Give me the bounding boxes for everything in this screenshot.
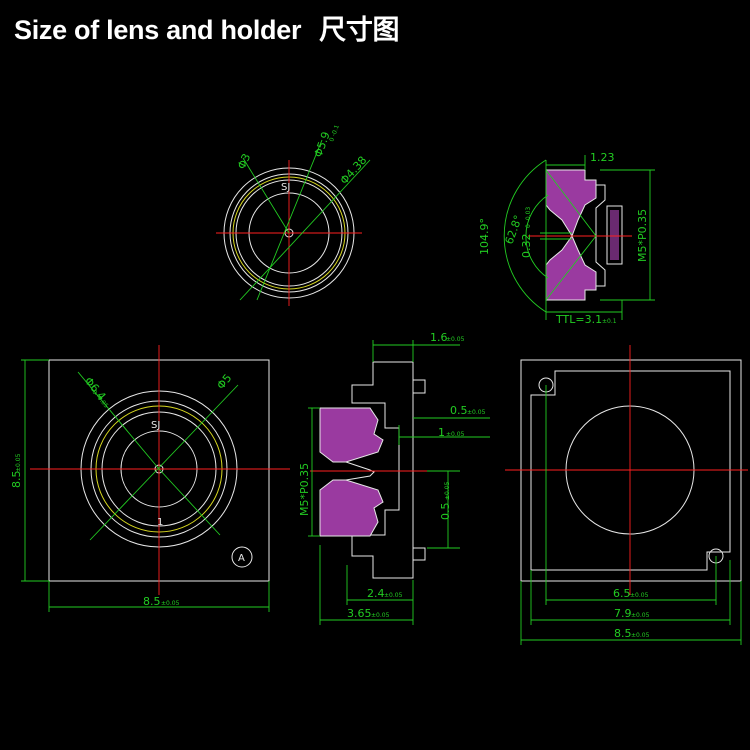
holder-side-view: 1.6 ±0.05 0.5 ±0.05 1 ±0.05 M5*P0.35 0.5… <box>298 331 490 625</box>
dim-width: 8.5 <box>143 595 161 608</box>
dim-79-tol: ±0.05 <box>631 612 650 619</box>
dim-phi3: Φ3 <box>235 152 253 172</box>
dim-365-tol: ±0.05 <box>371 612 390 619</box>
page-title: Size of lens and holder 尺寸图 <box>14 8 400 47</box>
dim-123: 1.23 <box>590 151 615 164</box>
dim-phi5: Φ5 <box>214 372 234 392</box>
dim-05a: 0.5 <box>450 404 468 417</box>
dim-phi59-tol: 0 -0.1 <box>328 124 341 143</box>
holder-mark: SJ <box>151 420 160 431</box>
dim-032-tol: 0 -0.03 <box>525 207 532 228</box>
lens-section: 1.23 104.9° 62.8° 0.32 0 -0.03 M5*P0.35 … <box>478 151 655 326</box>
dim-24-tol: ±0.05 <box>384 592 403 599</box>
dim-fov-104: 104.9° <box>478 218 491 255</box>
dim-1: 1 <box>438 426 445 439</box>
dim-65-tol: ±0.05 <box>630 592 649 599</box>
dim-24: 2.4 <box>367 587 385 600</box>
dim-16: 1.6 <box>430 331 448 344</box>
dim-79: 7.9 <box>614 607 632 620</box>
dim-1-tol: ±0.05 <box>446 431 465 438</box>
dim-width-tol: ±0.05 <box>161 600 180 607</box>
dim-ttl-tol: ±0.1 <box>602 318 617 325</box>
dim-85-tol: ±0.05 <box>631 632 650 639</box>
dim-032: 0.32 <box>520 234 533 259</box>
dim-85: 8.5 <box>614 627 632 640</box>
dim-height-tol: ±0.05 <box>15 453 22 472</box>
dim-05b: 0.5 <box>439 503 452 521</box>
dim-16-tol: ±0.05 <box>446 336 465 343</box>
dim-thread-holder: M5*P0.35 <box>298 463 311 516</box>
dim-phi438: Φ4.38 <box>338 154 370 187</box>
label-a: A <box>238 553 245 564</box>
dim-05a-tol: ±0.05 <box>467 409 486 416</box>
dim-height: 8.5 <box>10 471 23 489</box>
dim-65: 6.5 <box>613 587 631 600</box>
small-mark: 1 <box>157 517 163 528</box>
lens-mark: SJ <box>281 182 290 193</box>
lens-top-view: SJ Φ3 Φ5.9 0 -0.1 Φ4.38 <box>216 124 371 306</box>
title-main: Size of lens and holder <box>14 15 302 45</box>
dim-thread-lens: M5*P0.35 <box>636 209 649 262</box>
holder-front-view: SJ A 1 Φ6.4 0 -0.05 Φ5 8.5 ±0.05 8.5 ±0.… <box>10 345 290 612</box>
dim-365: 3.65 <box>347 607 372 620</box>
title-chinese: 尺寸图 <box>319 15 400 46</box>
dim-ttl: TTL=3.1 <box>555 313 602 326</box>
holder-back-view: 6.5 ±0.05 7.9 ±0.05 8.5 ±0.05 <box>505 345 748 645</box>
dim-05b-tol: ±0.05 <box>444 481 451 500</box>
